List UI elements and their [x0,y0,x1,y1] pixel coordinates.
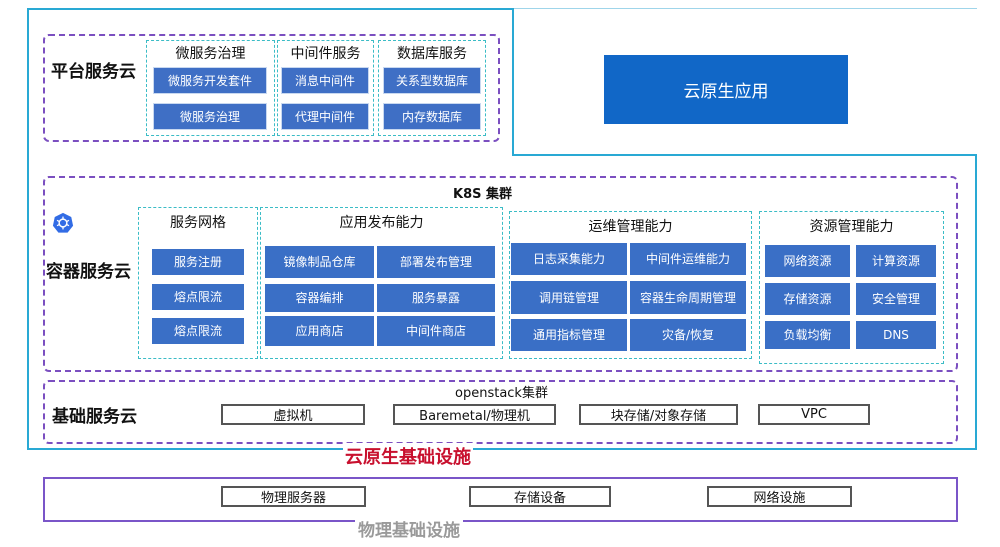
platform-item[interactable]: 代理中间件 [281,103,369,130]
container-item[interactable]: 网络资源 [765,245,850,277]
platform-group-title: 中间件服务 [290,46,361,62]
container-group-title: 运维管理能力 [588,219,673,235]
platform-item[interactable]: 消息中间件 [281,67,369,94]
platform-item[interactable]: 内存数据库 [383,103,481,130]
physical-item[interactable]: 网络设施 [707,486,852,507]
cloud-native-infra-label: 云原生基础设施 [343,443,473,469]
container-item[interactable]: 熔点限流 [152,318,244,344]
platform-group-middleware [277,40,374,136]
container-item[interactable]: 调用链管理 [511,281,627,314]
base-service-label: 基础服务云 [52,407,137,427]
base-item[interactable]: VPC [758,404,870,425]
kubernetes-icon [52,212,74,238]
platform-item[interactable]: 微服务开发套件 [153,67,267,94]
container-item[interactable]: 容器生命周期管理 [630,281,746,314]
physical-infra-label: 物理基础设施 [355,516,463,541]
container-item[interactable]: DNS [856,321,936,349]
container-item[interactable]: 中间件商店 [377,316,495,346]
container-group-app-release [260,207,503,359]
container-group-title: 资源管理能力 [809,219,894,235]
frame-top-line [514,8,977,9]
base-item[interactable]: Baremetal/物理机 [393,404,556,425]
container-item[interactable]: 计算资源 [856,245,936,277]
container-group-title: 服务网格 [170,215,226,231]
physical-infra-frame [43,477,958,522]
container-item[interactable]: 镜像制品仓库 [265,246,374,278]
container-service-frame [43,176,958,372]
container-item[interactable]: 灾备/恢复 [630,319,746,351]
base-item[interactable]: 块存储/对象存储 [579,404,738,425]
platform-item[interactable]: 关系型数据库 [383,67,481,94]
container-group-title: 应用发布能力 [339,215,424,231]
platform-service-frame [43,34,500,142]
cloud-native-infra-frame [27,8,977,450]
container-service-label: 容器服务云 [46,262,131,282]
physical-item[interactable]: 物理服务器 [221,486,366,507]
container-item[interactable]: 服务注册 [152,249,244,275]
container-item[interactable]: 部署发布管理 [377,246,495,278]
frame-notch-bottom-edge [512,154,977,156]
container-item[interactable]: 安全管理 [856,283,936,315]
platform-group-microservice [146,40,275,136]
cloud-native-app-box[interactable]: 云原生应用 [604,55,848,124]
base-service-frame [43,380,958,444]
openstack-cluster-title: openstack集群 [455,386,548,401]
container-item[interactable]: 负载均衡 [765,321,850,349]
container-group-service-mesh [138,207,258,359]
platform-item[interactable]: 微服务治理 [153,103,267,130]
container-item[interactable]: 应用商店 [265,316,374,346]
container-item[interactable]: 服务暴露 [377,284,495,312]
container-group-ops [509,211,752,359]
container-item[interactable]: 熔点限流 [152,284,244,310]
container-item[interactable]: 容器编排 [265,284,374,312]
container-group-resource [759,211,944,364]
container-item[interactable]: 通用指标管理 [511,319,627,351]
container-item[interactable]: 存储资源 [765,283,850,315]
platform-service-label: 平台服务云 [51,62,136,82]
base-item[interactable]: 虚拟机 [221,404,365,425]
container-item[interactable]: 日志采集能力 [511,243,627,275]
container-item[interactable]: 中间件运维能力 [630,243,746,275]
frame-notch-left-edge [512,8,514,156]
platform-group-title: 数据库服务 [397,46,467,62]
k8s-cluster-title: K8S 集群 [453,187,513,202]
physical-item[interactable]: 存储设备 [469,486,611,507]
platform-group-database [378,40,486,136]
platform-group-title: 微服务治理 [175,46,246,62]
